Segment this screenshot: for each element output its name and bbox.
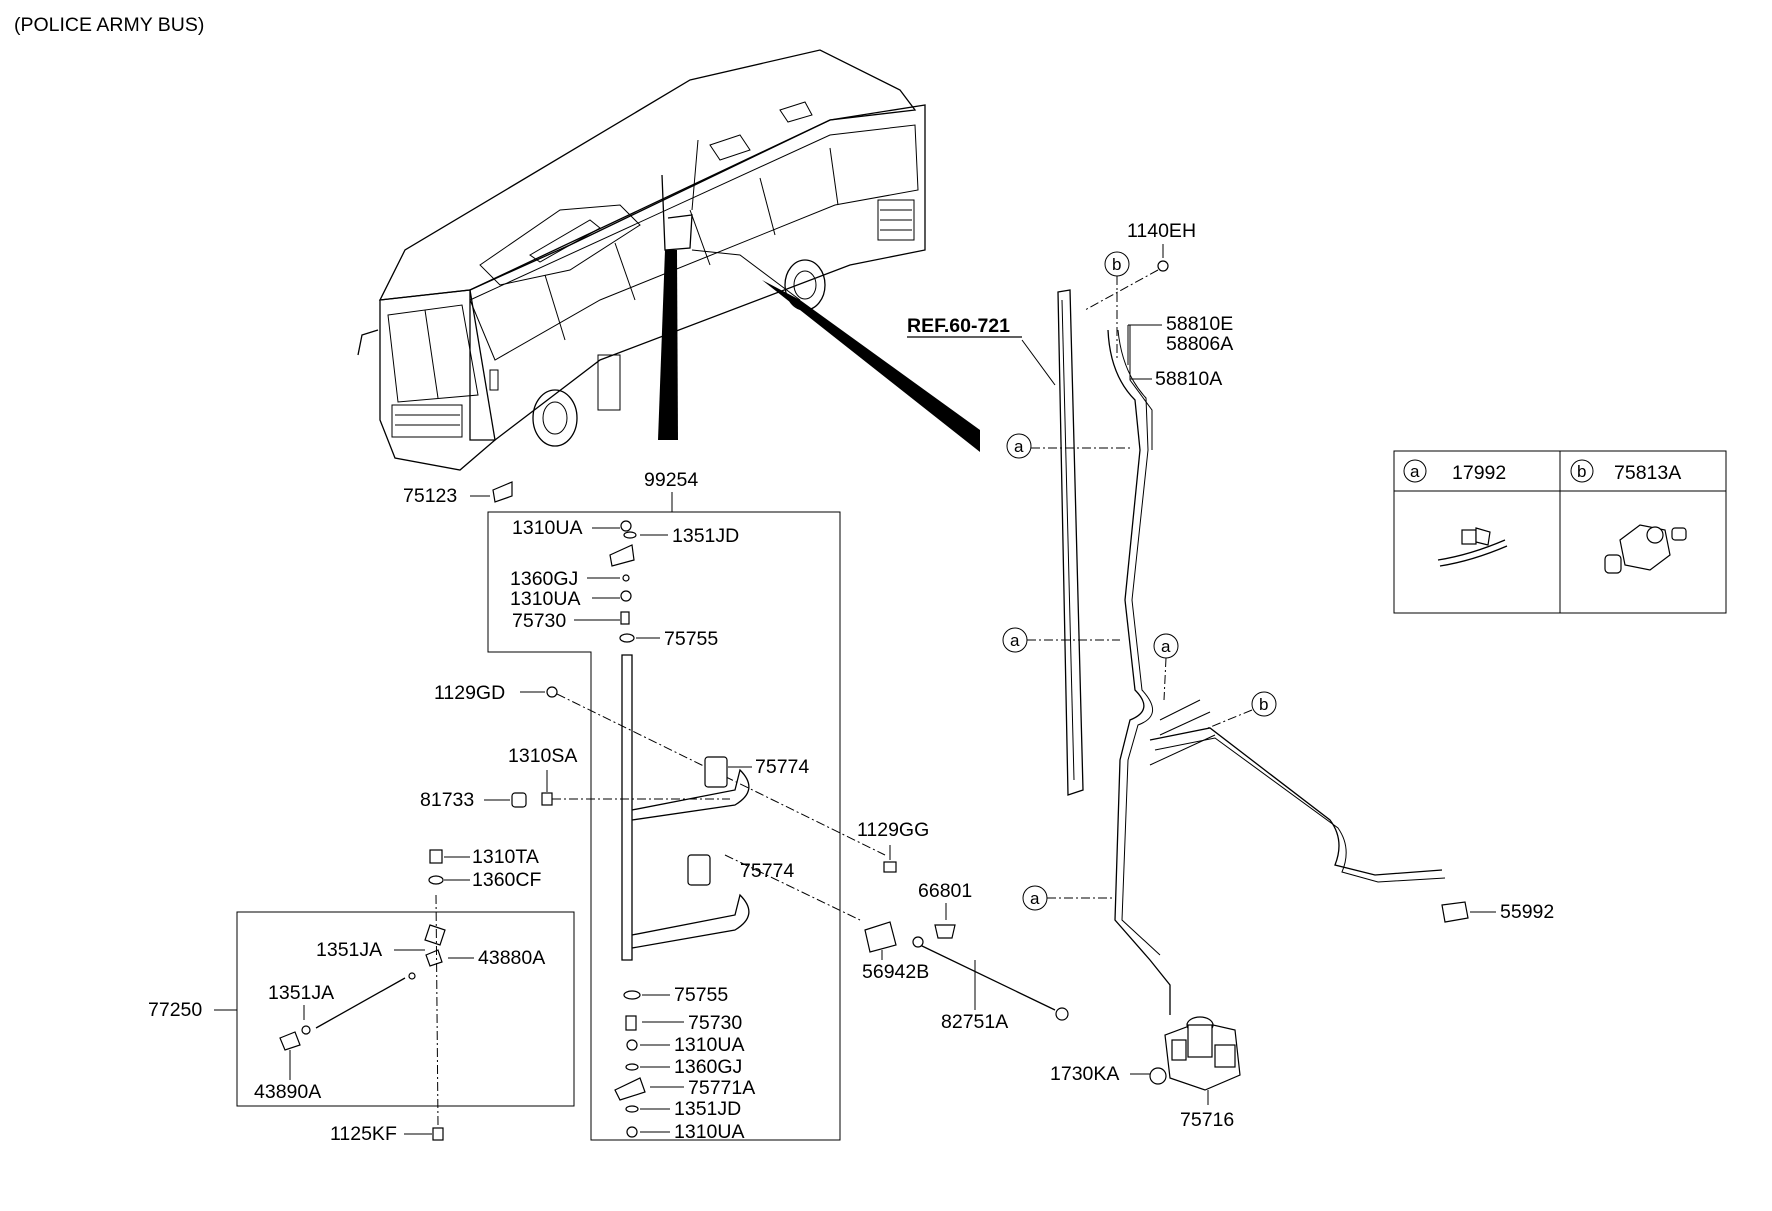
part-label-58810E: 58810E xyxy=(1166,313,1233,335)
washer-pump-75716 xyxy=(1164,1016,1241,1091)
part-label-58806A: 58806A xyxy=(1166,333,1233,355)
assembly-box-77250 xyxy=(236,911,575,1107)
diagram-title: (POLICE ARMY BUS) xyxy=(14,14,204,36)
part-label-1140EH: 1140EH xyxy=(1127,220,1196,242)
legend-letter-a: a xyxy=(1410,462,1420,481)
part-label-1360GJ-bottom: 1360GJ xyxy=(674,1056,742,1078)
assembly-box-99254 xyxy=(487,511,841,1141)
part-label-75755-bottom: 75755 xyxy=(674,984,728,1006)
part-label-1125KF: 1125KF xyxy=(330,1123,397,1145)
part-label-1310UA-mid: 1310UA xyxy=(510,588,580,610)
callout-a-2-letter: a xyxy=(1010,631,1020,650)
part-label-58810A: 58810A xyxy=(1155,368,1222,390)
part-label-1129GD: 1129GD xyxy=(434,682,505,704)
part-label-75730-bottom: 75730 xyxy=(688,1012,742,1034)
part-label-56942B: 56942B xyxy=(862,961,929,983)
legend-part-b: 75813A xyxy=(1614,462,1681,484)
part-label-1351JA-bottom: 1351JA xyxy=(268,982,334,1004)
part-label-81733: 81733 xyxy=(420,789,474,811)
part-label-75774-top: 75774 xyxy=(755,756,809,778)
part-label-1310SA: 1310SA xyxy=(508,745,577,767)
part-label-66801: 66801 xyxy=(918,880,972,902)
callout-b-bottom-letter: b xyxy=(1259,695,1268,714)
part-label-75771A: 75771A xyxy=(688,1077,755,1099)
part-label-1360CF: 1360CF xyxy=(472,869,541,891)
part-label-1351JD-bottom: 1351JD xyxy=(674,1098,741,1120)
callout-a-1 xyxy=(1006,433,1032,459)
part-label-99254: 99254 xyxy=(644,469,698,491)
part-label-75123: 75123 xyxy=(403,485,457,507)
part-label-1730KA: 1730KA xyxy=(1050,1063,1119,1085)
hose-clip-icon xyxy=(1437,539,1506,561)
part-label-75755-top: 75755 xyxy=(664,628,718,650)
part-label-43880A: 43880A xyxy=(478,947,545,969)
washer-hoses xyxy=(1107,325,1446,1015)
part-label-77250: 77250 xyxy=(148,999,202,1021)
legend-part-a: 17992 xyxy=(1452,462,1506,484)
part-label-1310UA-low: 1310UA xyxy=(674,1034,744,1056)
part-label-75730-top: 75730 xyxy=(512,610,566,632)
bracket-part-75123 xyxy=(492,481,513,503)
callout-b-top-letter: b xyxy=(1112,255,1121,274)
callout-a-1-letter: a xyxy=(1014,437,1024,456)
part-label-75716: 75716 xyxy=(1180,1109,1234,1131)
pillar-trim xyxy=(1057,289,1084,796)
callout-a-3-letter: a xyxy=(1161,637,1171,656)
part-label-1310UA-bottom: 1310UA xyxy=(674,1121,744,1143)
ref-label: REF.60-721 xyxy=(907,315,1010,337)
part-label-55992: 55992 xyxy=(1500,901,1554,923)
legend-table: a 17992 b 75813A xyxy=(1393,450,1727,614)
callout-b-bottom xyxy=(1251,691,1277,717)
part-label-1351JA-top: 1351JA xyxy=(316,939,382,961)
part-label-75774-bottom: 75774 xyxy=(740,860,794,882)
legend-letter-b: b xyxy=(1577,462,1586,481)
part-label-1310TA: 1310TA xyxy=(472,846,539,868)
callout-a-4-letter: a xyxy=(1030,889,1040,908)
handrail-bar xyxy=(621,654,633,961)
washer-nozzle-55992 xyxy=(1441,901,1469,923)
part-label-43890A: 43890A xyxy=(254,1081,321,1103)
part-label-1129GG: 1129GG xyxy=(857,819,929,841)
part-label-82751A: 82751A xyxy=(941,1011,1008,1033)
part-label-1360GJ-top: 1360GJ xyxy=(510,568,578,590)
hose-connector-icon xyxy=(1604,524,1687,574)
part-label-1310UA-top: 1310UA xyxy=(512,517,582,539)
part-label-1351JD-top: 1351JD xyxy=(672,525,739,547)
bus-illustration xyxy=(357,49,980,471)
